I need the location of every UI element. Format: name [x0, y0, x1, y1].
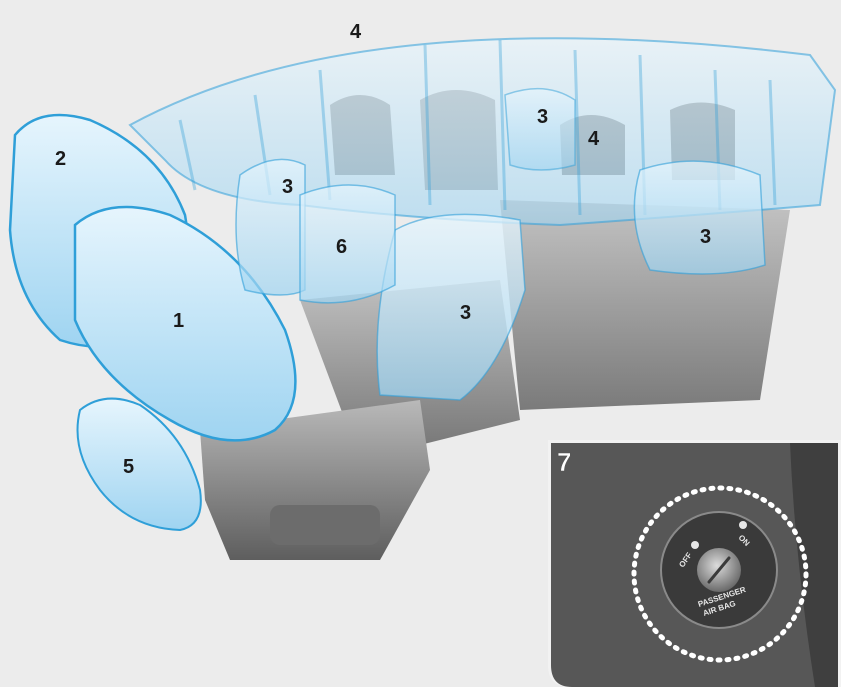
label-side-rear-right: 3: [700, 226, 711, 248]
side-airbag-front-left: [236, 159, 305, 295]
label-side-front-right: 3: [460, 302, 471, 324]
label-center-side: 6: [336, 236, 347, 258]
airbag-on-icon: [739, 521, 747, 529]
label-side-rear-center: 3: [537, 106, 548, 128]
label-front-passenger: 2: [55, 148, 66, 170]
label-inset: 7: [557, 447, 571, 477]
passenger-airbag-switch-inset: 7 OFF ON PASSENGER AIR BAG: [548, 440, 841, 687]
label-curtain-top: 4: [350, 21, 362, 43]
airbag-off-icon: [691, 541, 699, 549]
side-airbag-rear-right: [634, 161, 765, 274]
center-side-airbag: [300, 185, 395, 303]
label-curtain-rear: 4: [588, 128, 600, 150]
side-airbag-rear-center: [505, 89, 575, 170]
label-front-driver: 1: [173, 310, 184, 332]
label-side-front-left: 3: [282, 176, 293, 198]
label-knee: 5: [123, 456, 134, 478]
